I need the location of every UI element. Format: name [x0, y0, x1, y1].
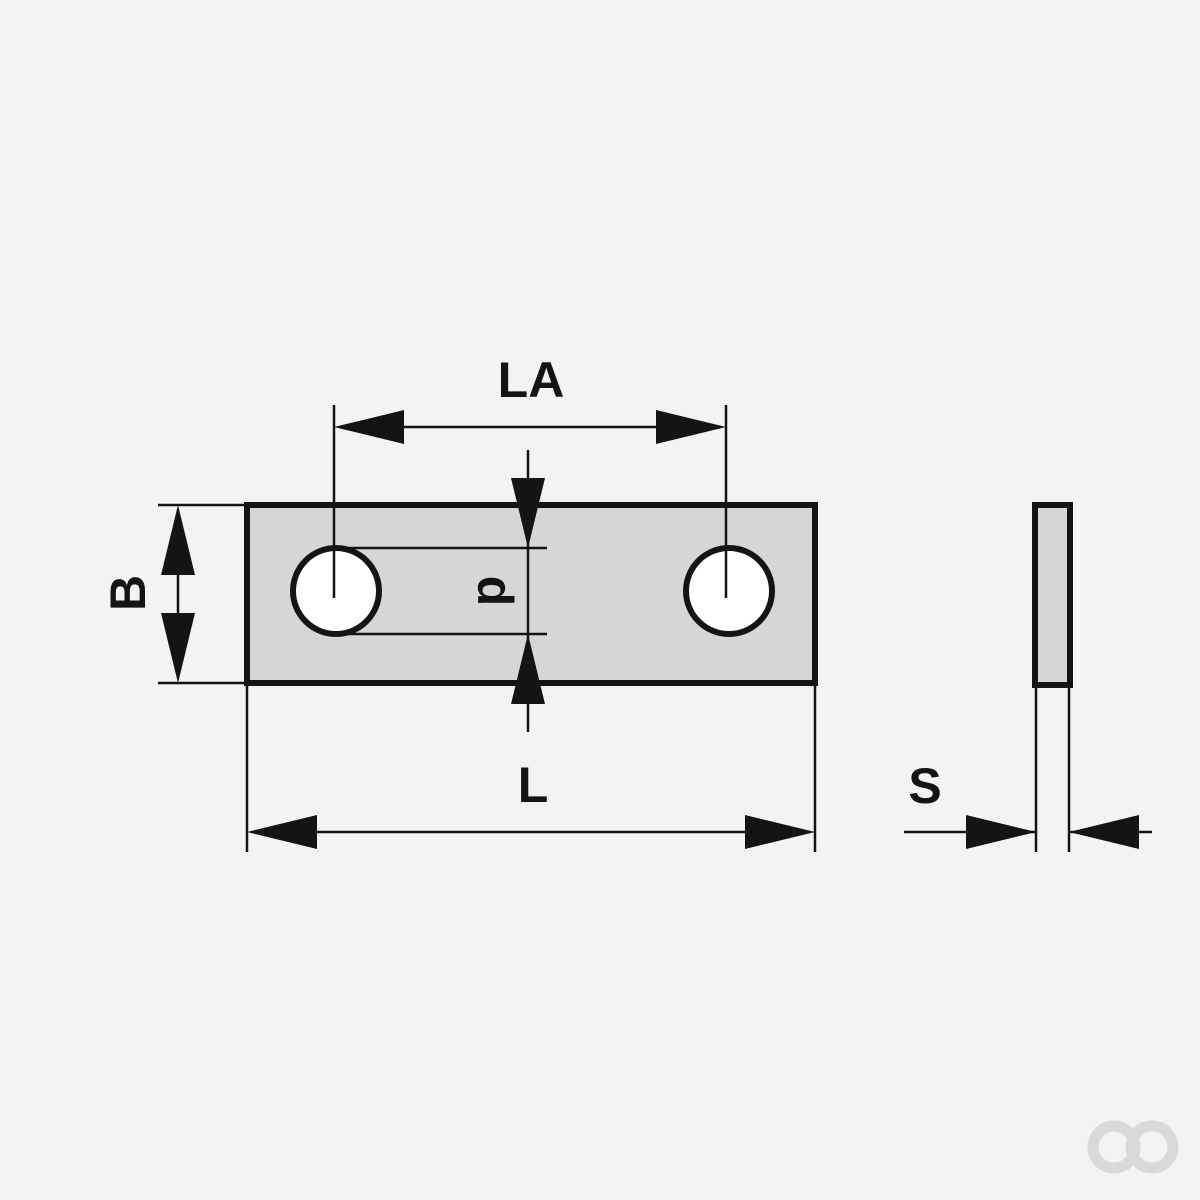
arrowhead-la-right — [656, 410, 726, 444]
logo-ring-right — [1125, 1120, 1179, 1174]
arrowhead-l-left — [247, 815, 317, 849]
thickness-label: S — [908, 758, 941, 814]
width-dimension: B — [100, 503, 247, 685]
arrowhead-s-right — [1069, 815, 1139, 849]
length-label: L — [518, 757, 549, 813]
arrowhead-d-top — [511, 478, 545, 548]
plate-side-view — [1032, 502, 1073, 688]
arrowhead-la-left — [334, 410, 404, 444]
arrowhead-s-left — [966, 815, 1036, 849]
length-dimension: L — [245, 683, 817, 852]
arrowhead-b-bottom — [161, 613, 195, 683]
arrowhead-l-right — [745, 815, 815, 849]
hole-spacing-dimension: LA — [332, 352, 728, 598]
hole-right — [683, 545, 775, 637]
watermark-logo — [1087, 1120, 1179, 1174]
width-label: B — [100, 575, 156, 611]
hole-diameter-label: d — [467, 576, 523, 607]
arrowhead-b-top — [161, 505, 195, 575]
hole-spacing-label: LA — [498, 352, 565, 408]
arrowhead-d-bottom — [511, 634, 545, 704]
plate-side-body — [1032, 502, 1073, 688]
thickness-dimension: S — [904, 685, 1152, 852]
hole-diameter-dimension: d — [336, 450, 547, 732]
hole-left — [290, 545, 382, 637]
